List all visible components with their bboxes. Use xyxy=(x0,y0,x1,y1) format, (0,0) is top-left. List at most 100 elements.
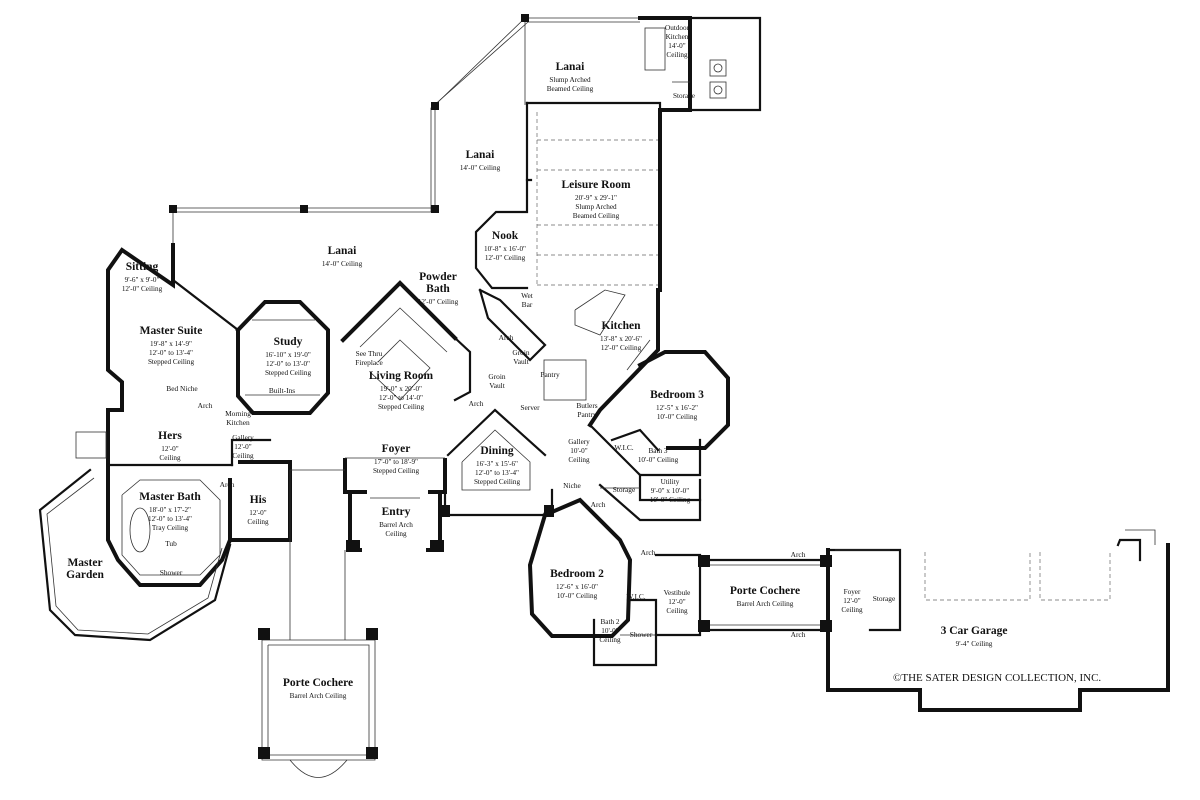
room-detail: Outdoor xyxy=(665,24,690,32)
room-name: Nook xyxy=(492,230,519,242)
room-detail: 10'-0" Ceiling xyxy=(638,456,679,464)
room-detail: Ceiling xyxy=(159,454,181,462)
label-arch-7: Arch xyxy=(791,550,806,559)
room-detail: 16'-10" x 19'-0" xyxy=(265,351,311,359)
room-name: Leisure Room xyxy=(561,179,631,191)
room-detail: Slump Arched xyxy=(549,76,591,84)
label-see-thru-fireplace: Fireplace xyxy=(355,358,383,367)
label-butlers-pantry: Butlers xyxy=(576,401,597,410)
label-arch-5: Arch xyxy=(591,500,606,509)
room-lanai-mid: Lanai 14'-0" Ceiling xyxy=(460,149,501,172)
label-wet-bar: Wet xyxy=(521,291,534,300)
label-arch-4: Arch xyxy=(220,480,235,489)
room-detail: 10'-0" xyxy=(570,447,587,455)
room-detail: 17'-0" to 18'-9" xyxy=(374,458,418,466)
room-name: Lanai xyxy=(466,149,496,161)
room-detail: Ceiling xyxy=(385,530,407,538)
room-detail: 12'-0" xyxy=(668,598,685,606)
room-detail: Barrel Arch xyxy=(379,521,413,529)
room-name: Kitchen xyxy=(602,320,642,332)
room-detail: 18'-0" x 17'-2" xyxy=(149,506,191,514)
room-leisure-room: Leisure Room 20'-9" x 29'-1"Slump ArchedB… xyxy=(561,179,631,220)
room-bath-3: Bath 310'-0" Ceiling xyxy=(638,447,679,464)
label-pantry: Pantry xyxy=(540,370,560,379)
room-name: Bedroom 3 xyxy=(650,389,704,401)
label-shower-1: Shower xyxy=(160,568,183,577)
room-name: 3 Car Garage xyxy=(941,625,1008,637)
room-detail: 14'-0" Ceiling xyxy=(460,164,501,172)
room-name: Porte Cochere xyxy=(730,585,800,597)
room-detail: 12'-0" to 13'-4" xyxy=(475,469,519,477)
room-name: Bedroom 2 xyxy=(550,568,604,580)
room-detail: Tray Ceiling xyxy=(152,524,189,532)
outdoor-kitchen-fixtures xyxy=(644,27,727,99)
room-detail: 12'-0" to 14'-0" xyxy=(379,394,423,402)
room-detail: Barrel Arch Ceiling xyxy=(737,600,794,608)
room-name: Powder xyxy=(419,271,457,283)
room-detail: Beamed Ceiling xyxy=(573,212,620,220)
room-name: Master Bath xyxy=(139,491,201,503)
label-niche: Niche xyxy=(563,481,581,490)
room-detail: 12'-0" Ceiling xyxy=(122,285,163,293)
label-storage-mid: Storage xyxy=(613,485,636,494)
room-detail: Slump Arched xyxy=(575,203,617,211)
room-detail: Gallery xyxy=(568,438,590,446)
room-name: Lanai xyxy=(556,61,586,73)
room-detail: Ceiling xyxy=(599,636,621,644)
room-detail: 13'-8" x 20'-6" xyxy=(600,335,642,343)
room-detail: Bath 2 xyxy=(601,618,620,626)
room-detail: 9'-6" x 9'-0" xyxy=(125,276,160,284)
label-wet-bar: Bar xyxy=(522,300,533,309)
main-walls xyxy=(38,178,1170,778)
room-detail: 14'-0" Ceiling xyxy=(322,260,363,268)
label-wic-2: W.I.C. xyxy=(626,592,645,601)
room-name: Dining xyxy=(480,445,513,457)
room-detail: Kitchen xyxy=(666,33,689,41)
label-wic-1: W.I.C. xyxy=(614,443,633,452)
label-server: Server xyxy=(520,403,540,412)
room-detail: Gallery xyxy=(232,434,254,442)
room-detail: 19'-0" x 20'-0" xyxy=(380,385,422,393)
room-detail: 12'-0" xyxy=(161,445,178,453)
label-arch-8: Arch xyxy=(791,630,806,639)
room-name: Garden xyxy=(66,569,104,581)
room-bedroom-3: Bedroom 312'-5" x 16'-2"10'-0" Ceiling xyxy=(650,389,704,421)
room-detail: 10'-0" Ceiling xyxy=(657,413,698,421)
room-detail: Stepped Ceiling xyxy=(373,467,420,475)
label-groin-vault-2: Vault xyxy=(489,381,506,390)
label-groin-vault-1: Vault xyxy=(513,357,530,366)
room-detail: 20'-9" x 29'-1" xyxy=(575,194,617,202)
room-name: His xyxy=(250,494,267,506)
room-detail: Beamed Ceiling xyxy=(547,85,594,93)
room-name: Master Suite xyxy=(140,325,203,337)
label-arch-2: Arch xyxy=(469,399,484,408)
room-detail: 10'-0" Ceiling xyxy=(650,496,691,504)
label-bed-niche: Bed Niche xyxy=(166,384,198,393)
label-shower-2: Shower xyxy=(630,630,653,639)
room-detail: Barrel Arch Ceiling xyxy=(290,692,347,700)
room-detail: 12'-0" xyxy=(249,509,266,517)
room-detail: 10'-0" Ceiling xyxy=(557,592,598,600)
room-name: Entry xyxy=(382,506,411,518)
room-detail: 10'-8" x 16'-0" xyxy=(484,245,526,253)
room-bedroom-2: Bedroom 212'-6" x 16'-0"10'-0" Ceiling xyxy=(550,568,604,600)
room-storage-top: Storage xyxy=(673,92,695,100)
room-detail: Ceiling xyxy=(247,518,269,526)
label-groin-vault-2: Groin xyxy=(488,372,506,381)
label-arch-3: Arch xyxy=(198,401,213,410)
